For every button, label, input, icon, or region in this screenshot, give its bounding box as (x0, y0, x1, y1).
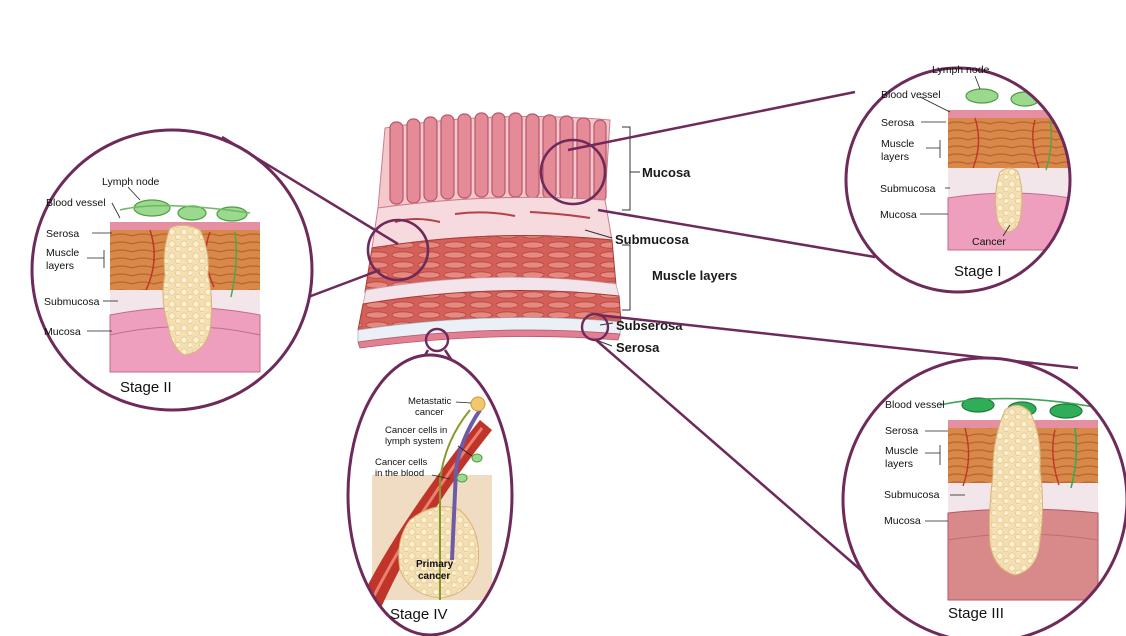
stage-2-title: Stage II (120, 379, 172, 396)
stage1-blood-vessel-label: Blood vessel (881, 89, 941, 101)
tumor (989, 405, 1042, 575)
stage1-submucosa-label: Submucosa (880, 183, 936, 195)
stage2-mucosa-label: Mucosa (44, 326, 81, 338)
label-mucosa: Mucosa (642, 165, 691, 180)
tumor (163, 225, 212, 355)
stage4-primary-label-2: cancer (418, 571, 450, 582)
stage4-lymph-label-2: lymph system (385, 436, 443, 447)
stage3-layers-label: layers (885, 458, 913, 470)
stage2-muscle-label: Muscle (46, 247, 79, 259)
stage2-submucosa-label: Submucosa (44, 296, 100, 308)
stage1-muscle-label: Muscle (881, 138, 914, 150)
stage-4-title: Stage IV (390, 606, 448, 623)
stage-3-panel: Blood vessel Serosa Muscle layers Submuc… (843, 358, 1126, 636)
label-muscle-layers: Muscle layers (652, 268, 737, 283)
label-serosa: Serosa (616, 340, 660, 355)
tumor (996, 168, 1023, 232)
stage3-submucosa-label: Submucosa (884, 489, 940, 501)
primary-tumor (399, 507, 479, 598)
stage1-lymph-node-label: Lymph node (932, 64, 990, 76)
stage1-layers-label: layers (881, 151, 909, 163)
stage4-metastatic-label-1: Metastatic (408, 396, 452, 407)
stage1-cancer-label: Cancer (972, 236, 1006, 248)
stage4-metastatic-label-2: cancer (415, 407, 444, 418)
stage4-lymph-label-1: Cancer cells in (385, 425, 447, 436)
stage2-layers-label: layers (46, 260, 74, 272)
stage1-mucosa-label: Mucosa (880, 209, 917, 221)
stage-2-panel: Lymph node Blood vessel Serosa Muscle la… (32, 130, 312, 410)
stage1-serosa-label: Serosa (881, 117, 914, 129)
stage-4-panel: Metastatic cancer Cancer cells in lymph … (348, 355, 512, 635)
stage2-serosa-label: Serosa (46, 228, 79, 240)
stage2-lymph-node-label: Lymph node (102, 176, 160, 188)
stage4-primary-label-1: Primary (416, 559, 454, 570)
label-submucosa: Submucosa (615, 232, 689, 247)
stage-1-panel: Lymph node Blood vessel Serosa Muscle la… (846, 64, 1074, 292)
stage2-blood-vessel-label: Blood vessel (46, 197, 106, 209)
stage-1-title: Stage I (954, 263, 1002, 280)
stage4-blood-label-2: in the blood (375, 468, 424, 479)
stage3-muscle-label: Muscle (885, 445, 918, 457)
stage-3-title: Stage III (948, 605, 1004, 622)
stage3-blood-vessel-label: Blood vessel (885, 399, 945, 411)
stage4-blood-label-1: Cancer cells (375, 457, 428, 468)
stage3-mucosa-label: Mucosa (884, 515, 921, 527)
stage3-serosa-label: Serosa (885, 425, 918, 437)
